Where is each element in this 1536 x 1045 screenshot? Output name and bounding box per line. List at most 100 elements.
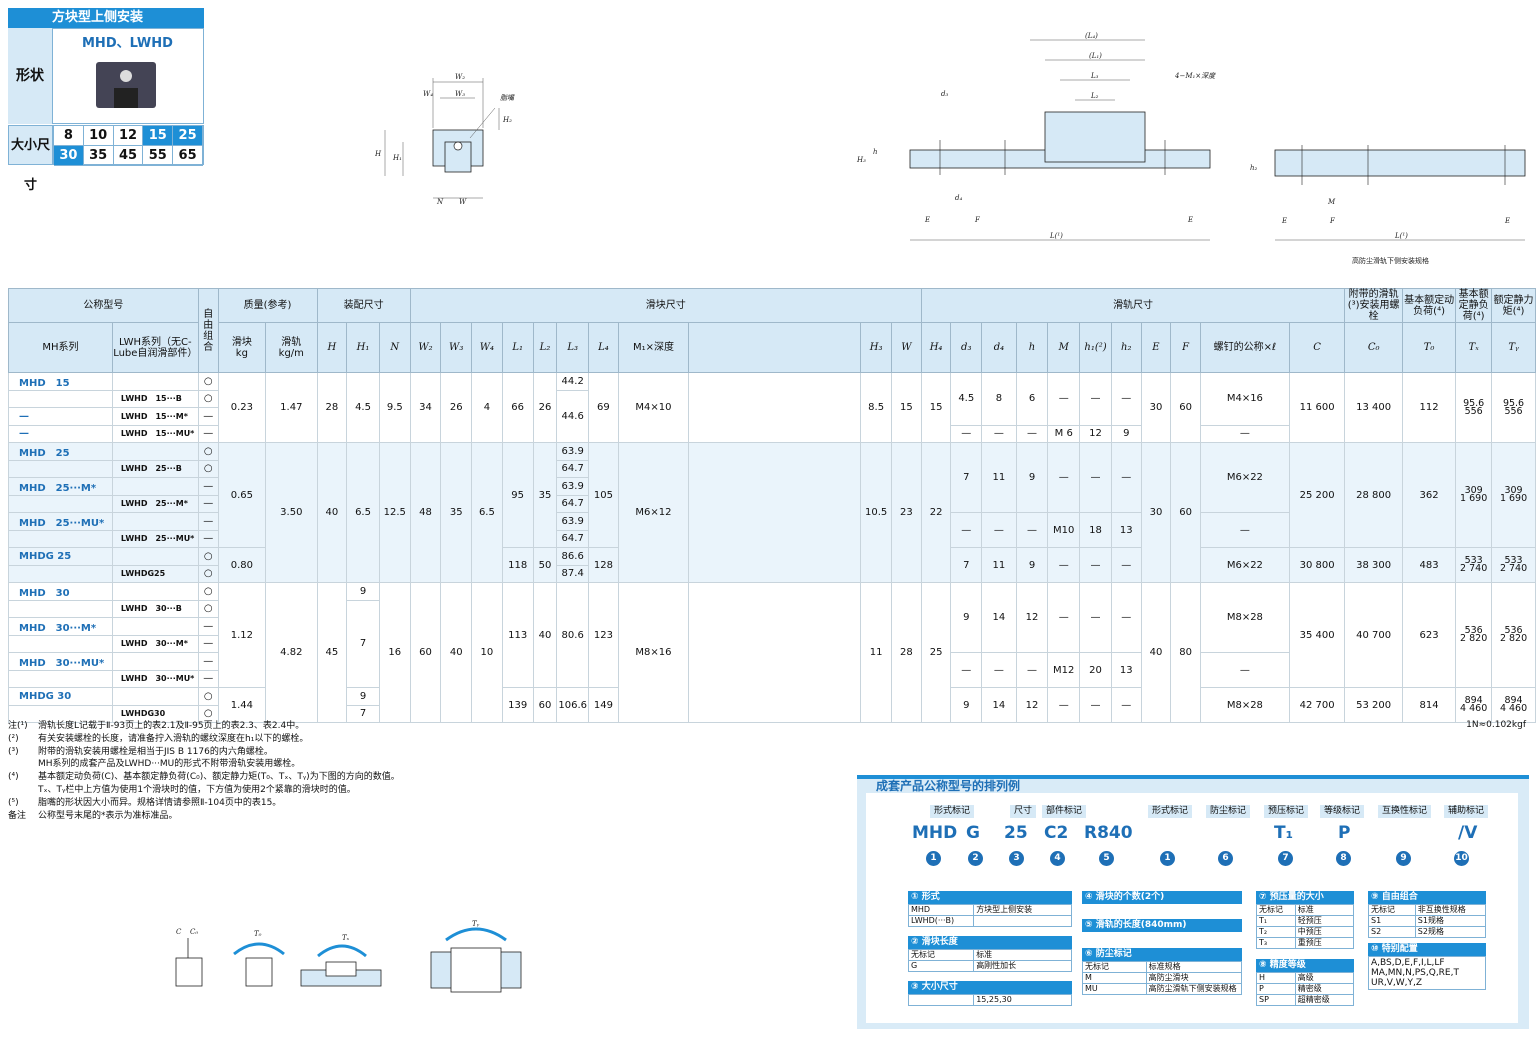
note-key: (⁵) <box>8 797 19 808</box>
table-cell: 45 <box>316 582 348 723</box>
order-value: P <box>1338 823 1351 843</box>
table-cell: 362 <box>1401 442 1457 548</box>
table-cell: 34 <box>409 372 442 443</box>
table-cell: — <box>1015 652 1049 688</box>
table-cell: M 6 <box>1047 424 1081 443</box>
table-cell: 128 <box>588 547 619 583</box>
table-cell: 64.7 <box>556 529 589 548</box>
note-text: 附带的滑轨安装用螺栓是相当于JIS B 1176的内六角螺栓。 <box>38 746 273 757</box>
table-cell: — <box>1110 442 1142 513</box>
table-cell: 60 <box>409 582 442 723</box>
order-code <box>907 994 975 1006</box>
order-value: /V <box>1458 823 1478 843</box>
order-code: T₃ <box>1256 937 1296 949</box>
table-cell: — <box>1199 512 1290 548</box>
svg-text:C: C <box>176 928 182 936</box>
table-cell: 15 <box>920 372 952 443</box>
svg-text:L₂: L₂ <box>1090 92 1099 100</box>
note-text: 滑轨长度L记载于Ⅱ-93页上的表2.1及Ⅱ-95页上的表2.3、表2.4中。 <box>38 721 305 731</box>
lwh-model: LWHD 30···M* <box>111 634 199 653</box>
table-cell <box>688 582 862 723</box>
svg-text:F: F <box>1329 217 1336 225</box>
order-label: 防尘标记 <box>1206 805 1251 818</box>
table-cell: 9 <box>1110 424 1142 443</box>
order-code: G <box>907 960 975 972</box>
svg-text:W: W <box>459 198 467 206</box>
order-desc: S1规格 <box>1414 915 1487 927</box>
table-cell: 12 <box>1079 424 1112 443</box>
table-header: 附带的滑轨(³)安装用螺栓 <box>1344 288 1403 323</box>
table-cell: 113 <box>501 582 534 688</box>
table-cell: 7 <box>346 704 380 723</box>
mh-model: MHD 30···MU* <box>8 652 113 671</box>
moment-single: 536 <box>1464 625 1483 636</box>
note-key <box>8 758 38 771</box>
mh-model: MHD 15 <box>8 372 113 391</box>
table-cell: 23 <box>891 442 922 583</box>
svg-text:H: H <box>375 150 382 158</box>
moment-single: 95.6 <box>1463 397 1485 409</box>
lwh-model: LWHD 25···MU* <box>111 529 199 548</box>
size-cell: 8 <box>54 126 84 146</box>
order-step-icon: 8 <box>1336 851 1351 866</box>
svg-text:(L₁): (L₁) <box>1089 52 1102 60</box>
table-cell: 35 <box>440 442 473 583</box>
svg-text:Tᵧ: Tᵧ <box>472 920 480 928</box>
order-value: C2 <box>1044 823 1069 843</box>
order-label: 形式标记 <box>1148 805 1193 818</box>
table-header: M₁×深度 <box>617 322 690 373</box>
order-step-icon: 6 <box>1218 851 1233 866</box>
block-photo-icon <box>96 62 156 108</box>
free-combo: ○ <box>197 687 219 706</box>
table-header: 公称型号 <box>8 288 199 323</box>
moment-double: 2 740 <box>1460 563 1488 574</box>
table-cell: 7 <box>950 442 983 513</box>
table-cell: M8×28 <box>1199 687 1290 723</box>
h-kg: kg <box>235 347 248 359</box>
order-step-icon: 9 <box>1396 851 1411 866</box>
table-cell: 48 <box>409 442 442 583</box>
table-cell: 7 <box>346 599 380 688</box>
table-cell: 112 <box>1401 372 1457 443</box>
table-cell: 7 <box>950 547 983 583</box>
note-text: 脂嘴的形状因大小而异。规格详情请参照Ⅱ-104页中的表15。 <box>38 797 282 808</box>
size-cell: 15 <box>143 126 174 146</box>
note-text: Tₓ、Tᵧ栏中上方值为使用1个滑块时的值，下方值为使用2个紧靠的滑块时的值。 <box>38 784 356 795</box>
order-label: 预压标记 <box>1264 805 1309 818</box>
order-box-title: ⑨ 自由组合 <box>1368 891 1486 904</box>
table-header: Tᵧ <box>1491 322 1536 373</box>
table-cell: 8 <box>981 372 1017 426</box>
table-cell: — <box>1199 652 1290 688</box>
order-code: 无标记 <box>907 949 975 961</box>
order-desc: 中预压 <box>1294 926 1355 938</box>
table-cell: 44.6 <box>556 389 589 443</box>
order-desc: 标准 <box>973 949 1072 961</box>
order-desc: 重预压 <box>1294 937 1355 949</box>
order-step-icon: 4 <box>1050 851 1065 866</box>
order-desc: 方块型上侧安装 <box>973 904 1072 916</box>
table-header: L₃ <box>556 322 589 373</box>
order-desc <box>973 915 1072 927</box>
table-cell: M8×28 <box>1199 582 1290 653</box>
table-cell: — <box>1015 424 1049 443</box>
free-combo: — <box>197 477 219 496</box>
table-cell <box>111 372 199 391</box>
free-combo: — <box>197 529 219 548</box>
svg-text:H₂: H₂ <box>502 116 512 124</box>
h-kgm: kg/m <box>278 347 304 359</box>
svg-text:h: h <box>873 148 878 156</box>
order-step-icon: 10 <box>1454 851 1469 866</box>
table-cell: 30 800 <box>1288 547 1346 583</box>
table-header: d₃ <box>950 322 983 373</box>
table-header: W₃ <box>440 322 473 373</box>
table-header: 基本额定静负荷(⁴) <box>1455 288 1493 323</box>
note-key: (²) <box>8 733 19 744</box>
